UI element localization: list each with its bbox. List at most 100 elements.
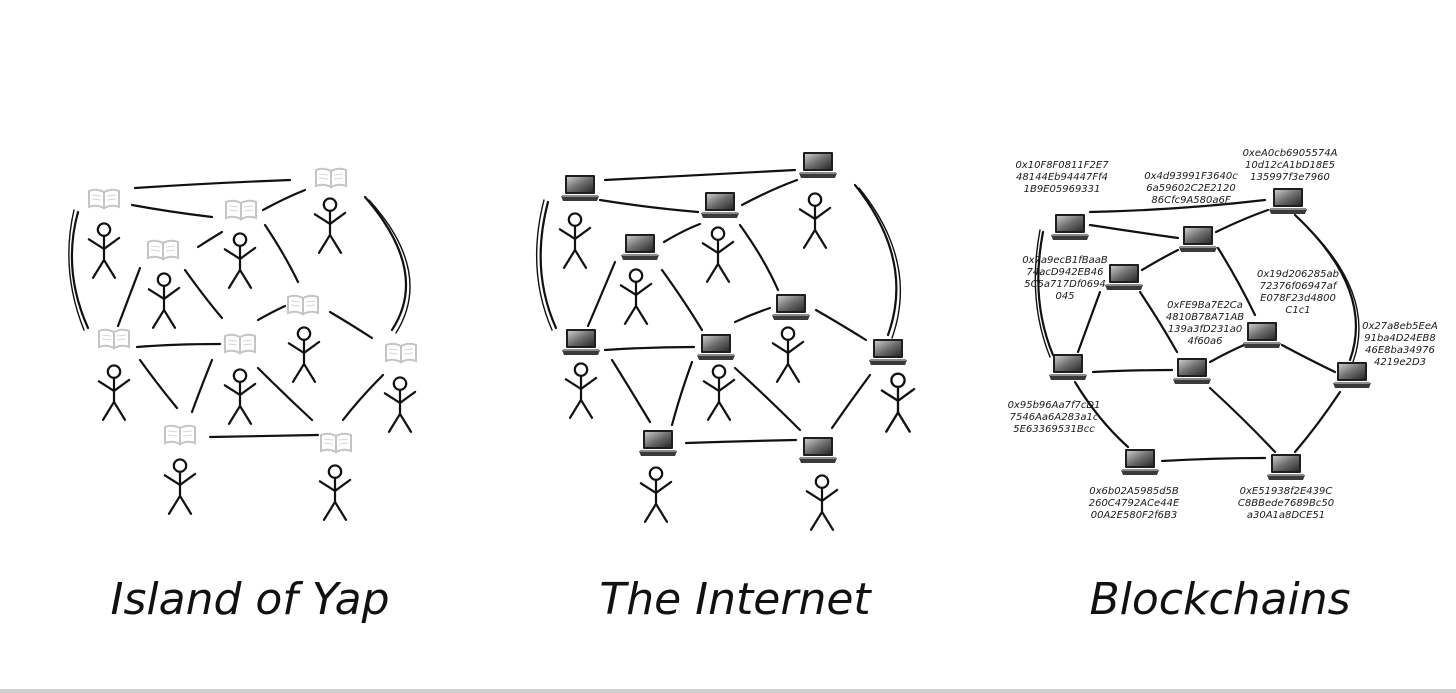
laptop-icon [561,175,599,201]
wallet-address-line: 0x19d206285ab [1257,269,1339,280]
wallet-address-line: 86Cfc9A580a6F [1151,195,1231,206]
laptop-icon [799,152,837,178]
stick-figure-icon [313,196,347,255]
open-book-icon [315,167,347,188]
laptop-icon [621,234,659,260]
wallet-address-line: 00A2E580F2f6B3 [1091,510,1178,521]
wallet-address-line: 5C5a717Df0694 [1024,279,1106,290]
wallet-address-line: 0xeA0cb6905574A [1243,148,1338,159]
laptop-icon [1179,226,1217,252]
wallet-address-line: 48144Eb94447Ff4 [1016,172,1108,183]
open-book-icon [320,432,352,453]
yap-ledgers [88,167,417,453]
wallet-address-line: 139a3fD231a0 [1168,324,1242,335]
caption-the-internet: The Internet [599,574,871,625]
caption-blockchains: Blockchains [1089,574,1351,625]
stick-figure-icon [771,325,805,384]
laptop-icon [1173,358,1211,384]
laptop-icon [772,294,810,320]
stick-figure-icon [87,221,121,280]
laptop-icon [869,339,907,365]
wallet-address-line: a30A1a8DCE51 [1247,510,1325,521]
wallet-address-line: 74acD942EB46 [1026,267,1103,278]
laptop-icon [1269,188,1307,214]
wallet-address-line: 10d12cA1bD18E5 [1245,160,1335,171]
panel-the-internet [535,152,916,532]
laptop-icon [701,192,739,218]
open-book-icon [147,239,179,260]
open-book-icon [287,294,319,315]
laptop-icon [639,430,677,456]
laptop-icon [1105,264,1143,290]
stick-figure-icon [798,191,832,250]
wallet-address-line: 4810B78A71AB [1166,312,1244,323]
wallet-address-line: 0x6b02A5985d5B [1089,486,1179,497]
open-book-icon [164,424,196,445]
stick-figure-icon [639,465,673,524]
wallet-address-line: 5E63369531Bcc [1013,424,1095,435]
wallet-address-line: 0x27a8eb5EeA [1362,321,1438,332]
stick-figure-icon [880,372,916,434]
stick-figure-icon [564,361,598,420]
wallet-address-line: 0x95b96Aa7f7cD1 [1008,400,1101,411]
open-book-icon [225,199,257,220]
laptop-icon [1267,454,1305,480]
stick-figure-icon [383,375,417,434]
wallet-address-line: 46E8ba34976 [1365,345,1435,356]
stick-figure-icon [558,211,592,270]
wallet-address-line: 045 [1055,291,1074,302]
stick-figure-icon [701,225,735,284]
stick-figure-icon [163,457,197,516]
panel-island-of-yap [68,167,417,522]
wallet-address-line: 7546Aa6A283a1c [1010,412,1099,423]
stick-figure-icon [97,363,131,422]
laptop-icon [1049,354,1087,380]
bottom-divider [0,689,1456,693]
wallet-address-line: 0x7a9ecB1fBaaB [1022,255,1108,266]
stick-figure-icon [223,231,257,290]
open-book-icon [98,328,130,349]
blockchain-connections [1034,198,1360,463]
laptop-icon [799,437,837,463]
stick-figure-icon [619,267,653,326]
wallet-address-line: 4f60a6 [1187,336,1222,347]
caption-island-of-yap: Island of Yap [110,574,390,625]
yap-connections [68,178,411,439]
open-book-icon [385,342,417,363]
wallet-address-line: 0x10F8F0811F2E7 [1015,160,1109,171]
stick-figure-icon [223,367,257,426]
wallet-address-line: C8BBede7689Bc50 [1238,498,1334,509]
wallet-address-line: 4219e2D3 [1374,357,1426,368]
laptop-icon [1121,449,1159,475]
laptop-icon [1333,362,1371,388]
stick-figure-icon [318,463,352,522]
yap-people [87,196,417,522]
wallet-address-line: E078F23d4800 [1260,293,1336,304]
stick-figure-icon [805,473,839,532]
laptop-icon [1243,322,1281,348]
wallet-address-line: 0xFE9Ba7E2Ca [1167,300,1243,311]
internet-computers [561,152,907,463]
wallet-address-line: 135997f3e7960 [1250,172,1330,183]
wallet-address-line: 0x4d93991F3640c [1144,171,1238,182]
open-book-icon [88,188,120,209]
wallet-address-line: C1c1 [1285,305,1310,316]
stick-figure-icon [702,363,736,422]
wallet-address-line: 72376f06947af [1260,281,1338,292]
wallet-address-line: 260C4792ACe44E [1089,498,1180,509]
wallet-address-line: 91ba4D24EB8 [1364,333,1436,344]
internet-connections [535,168,902,445]
open-book-icon [224,333,256,354]
